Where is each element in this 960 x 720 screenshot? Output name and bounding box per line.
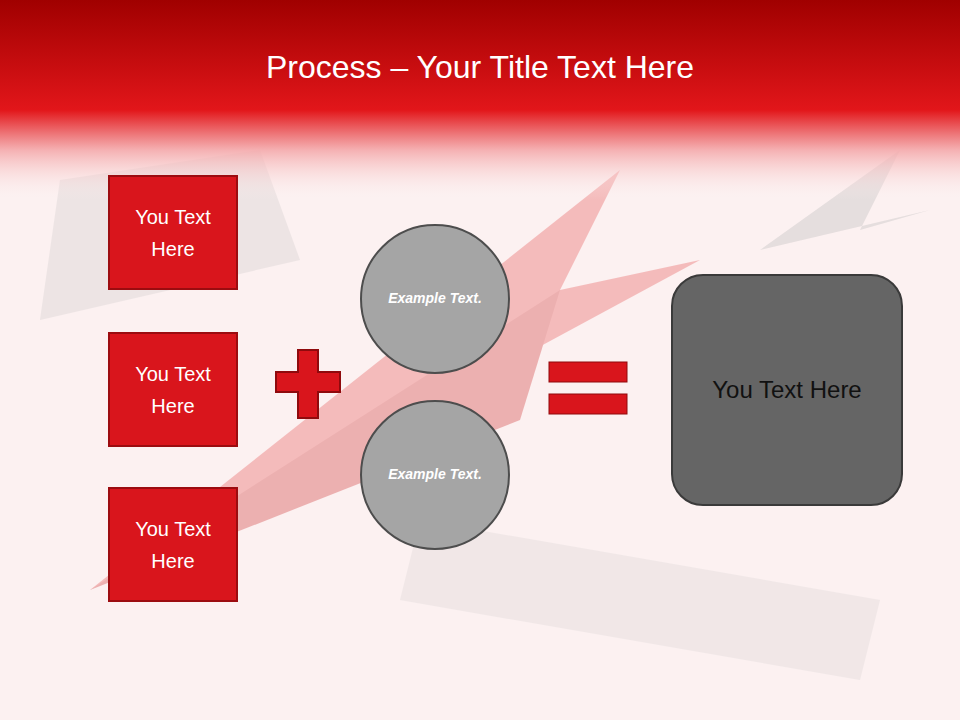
circle-fill — [361, 401, 509, 549]
header-band — [0, 0, 960, 200]
slide-title: Process – Your Title Text Here — [0, 48, 960, 86]
process-box: You Text Here — [108, 487, 238, 602]
result-box: You Text Here — [671, 274, 903, 506]
paper-plane — [40, 150, 930, 680]
plus-symbol — [276, 350, 340, 418]
input-circle: Example Text. — [360, 224, 510, 374]
node-text: You Text Here — [120, 513, 226, 577]
node-text: You Text Here — [712, 374, 861, 405]
process-box: You Text Here — [108, 332, 238, 447]
node-text: You Text Here — [120, 201, 226, 265]
circle-fill — [361, 225, 509, 373]
input-circle: Example Text. — [360, 400, 510, 550]
node-text: Example Text. — [388, 287, 482, 310]
process-box: You Text Here — [108, 175, 238, 290]
node-text: Example Text. — [388, 463, 482, 486]
equals-symbol — [549, 362, 627, 414]
node-text: You Text Here — [120, 358, 226, 422]
